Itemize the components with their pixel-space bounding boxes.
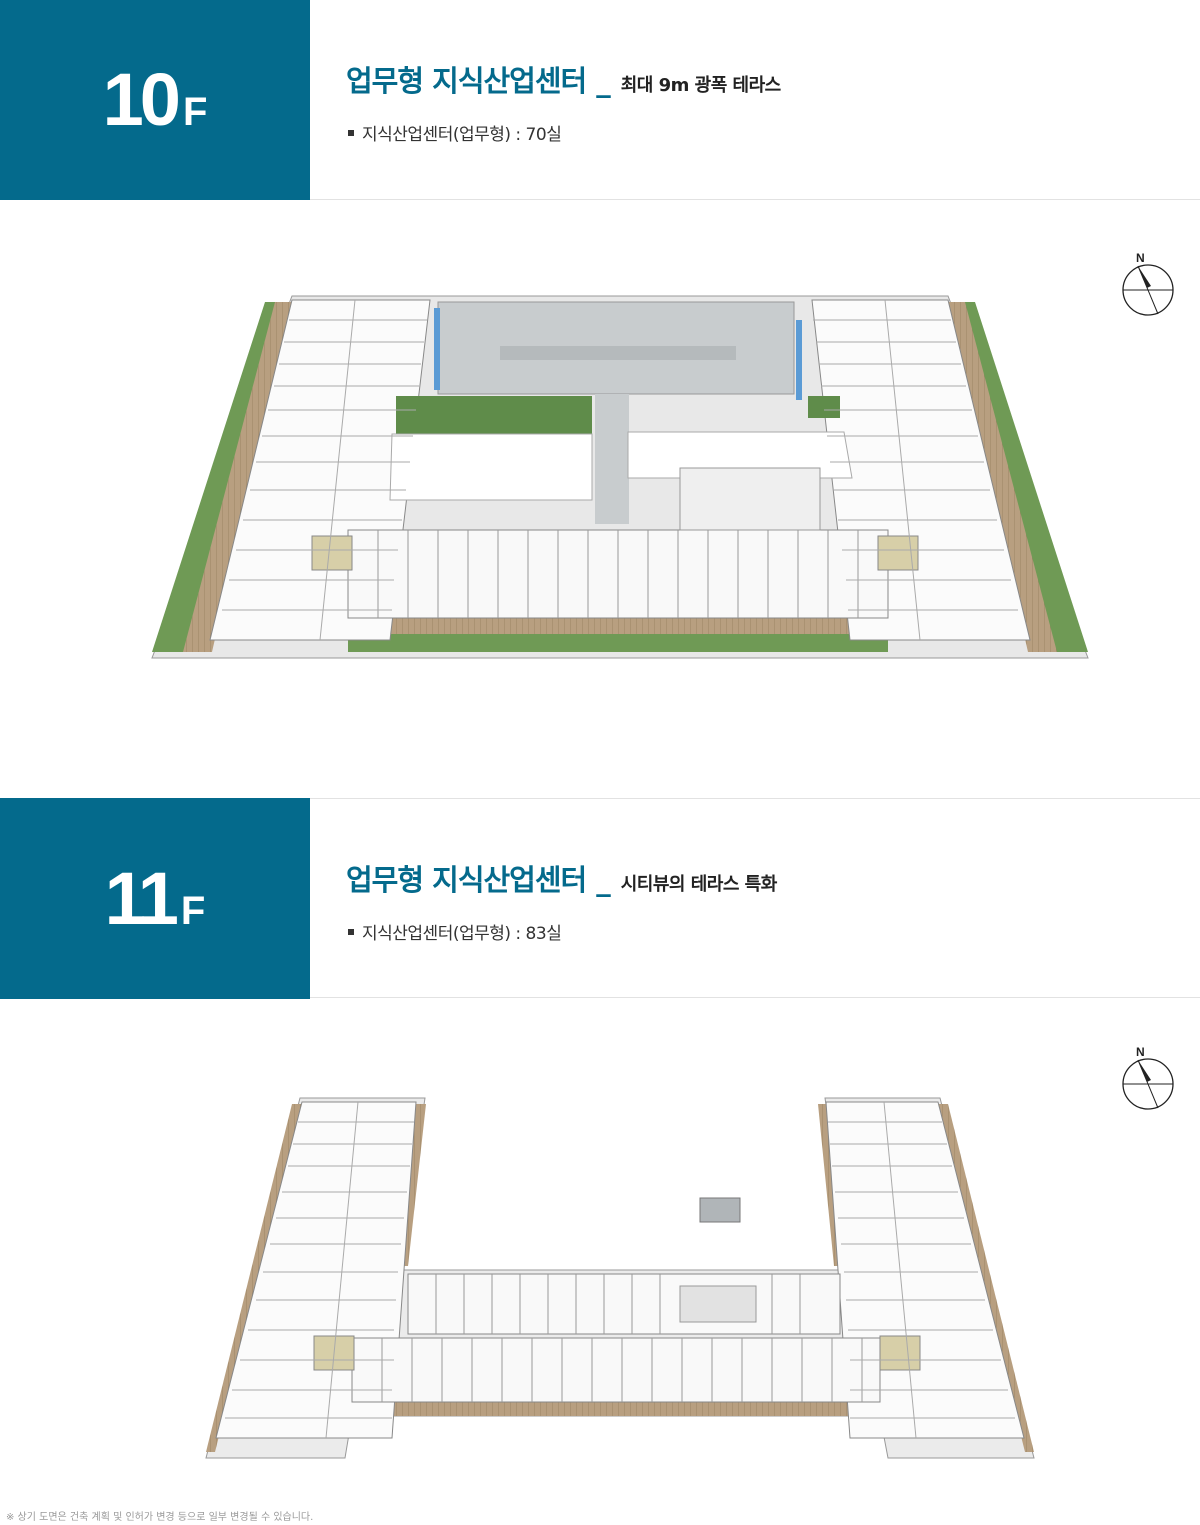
floor-header-11f: 11 F 업무형 지식산업센터 _ 시티뷰의 테라스 특화 지식산업센터(업무형… [0, 798, 1200, 999]
floor-number: 11 [104, 856, 179, 940]
floor-title-separator: _ [596, 64, 611, 98]
core-block-center [679, 1285, 757, 1323]
floor-unit-count-text: 지식산업센터(업무형) : 70실 [362, 125, 562, 145]
compass-north-icon: N [1122, 251, 1174, 316]
ramp-center [595, 394, 629, 524]
floor-title-11f: 업무형 지식산업센터 _ 시티뷰의 테라스 특화 [346, 857, 777, 899]
stair-core-right [879, 1335, 921, 1371]
floor-number: 10 [102, 57, 181, 141]
glass-left [434, 308, 440, 390]
bullet-square-icon [348, 928, 354, 935]
wing-room-dividers [222, 299, 1018, 641]
floor-title-10f: 업무형 지식산업센터 _ 최대 9m 광폭 테라스 [346, 58, 781, 100]
right-terrace-wood [938, 1104, 1034, 1452]
floor-plan-11f: N [0, 998, 1200, 1498]
central-room-dividers [377, 530, 859, 618]
wing-room-dividers [225, 1101, 1015, 1439]
floor-plan-10f-drawing [151, 295, 1089, 659]
floor-title-main: 업무형 지식산업센터 [346, 64, 587, 98]
glass-right [796, 320, 802, 400]
roof-hatch [699, 1197, 741, 1223]
floor-header-10f: 10 F 업무형 지식산업센터 _ 최대 9m 광폭 테라스 지식산업센터(업무… [0, 0, 1200, 200]
stair-core-left [311, 535, 353, 571]
bullet-square-icon [348, 129, 354, 136]
floor-plan-11f-drawing [205, 1097, 1035, 1459]
bottom-terrace-wood [352, 1402, 880, 1416]
floor-title-sub: 최대 9m 광폭 테라스 [620, 75, 782, 96]
floor-badge-11f: 11 F [0, 798, 310, 999]
left-terrace-wood [206, 1104, 302, 1452]
floor-unit-count-10f: 지식산업센터(업무형) : 70실 [348, 120, 562, 145]
left-terrace-wood [183, 302, 292, 652]
landscape-left [396, 396, 592, 434]
floor-title-separator: _ [596, 863, 611, 897]
disclaimer-footnote: ※ 상기 도면은 건축 계획 및 인허가 변경 등으로 일부 변경될 수 있습니… [6, 1512, 314, 1523]
floor-suffix: F [180, 889, 206, 933]
compass-north-icon: N [1122, 1045, 1174, 1110]
floor-unit-count-11f: 지식산업센터(업무형) : 83실 [348, 919, 562, 944]
parking-lane [500, 346, 736, 360]
floor-title-main: 업무형 지식산업센터 [346, 863, 587, 897]
central-room-dividers [381, 1274, 863, 1402]
atrium-right [627, 431, 853, 479]
floor-suffix: F [182, 90, 208, 134]
compass-label: N [1136, 1045, 1145, 1059]
compass-label: N [1136, 251, 1145, 265]
floor-unit-count-text: 지식산업센터(업무형) : 83실 [362, 924, 562, 944]
atrium-left [389, 433, 593, 501]
floor-plan-10f: N [0, 200, 1200, 798]
bottom-terrace-wood [348, 618, 888, 634]
floor-title-sub: 시티뷰의 테라스 특화 [620, 874, 778, 895]
central-office-row-lower [351, 1337, 881, 1403]
floor-badge-10f: 10 F [0, 0, 310, 200]
right-terrace-wood [948, 302, 1057, 652]
central-office-row-upper [407, 1273, 841, 1335]
core-block-center [679, 467, 821, 531]
landscape-right [808, 396, 840, 418]
